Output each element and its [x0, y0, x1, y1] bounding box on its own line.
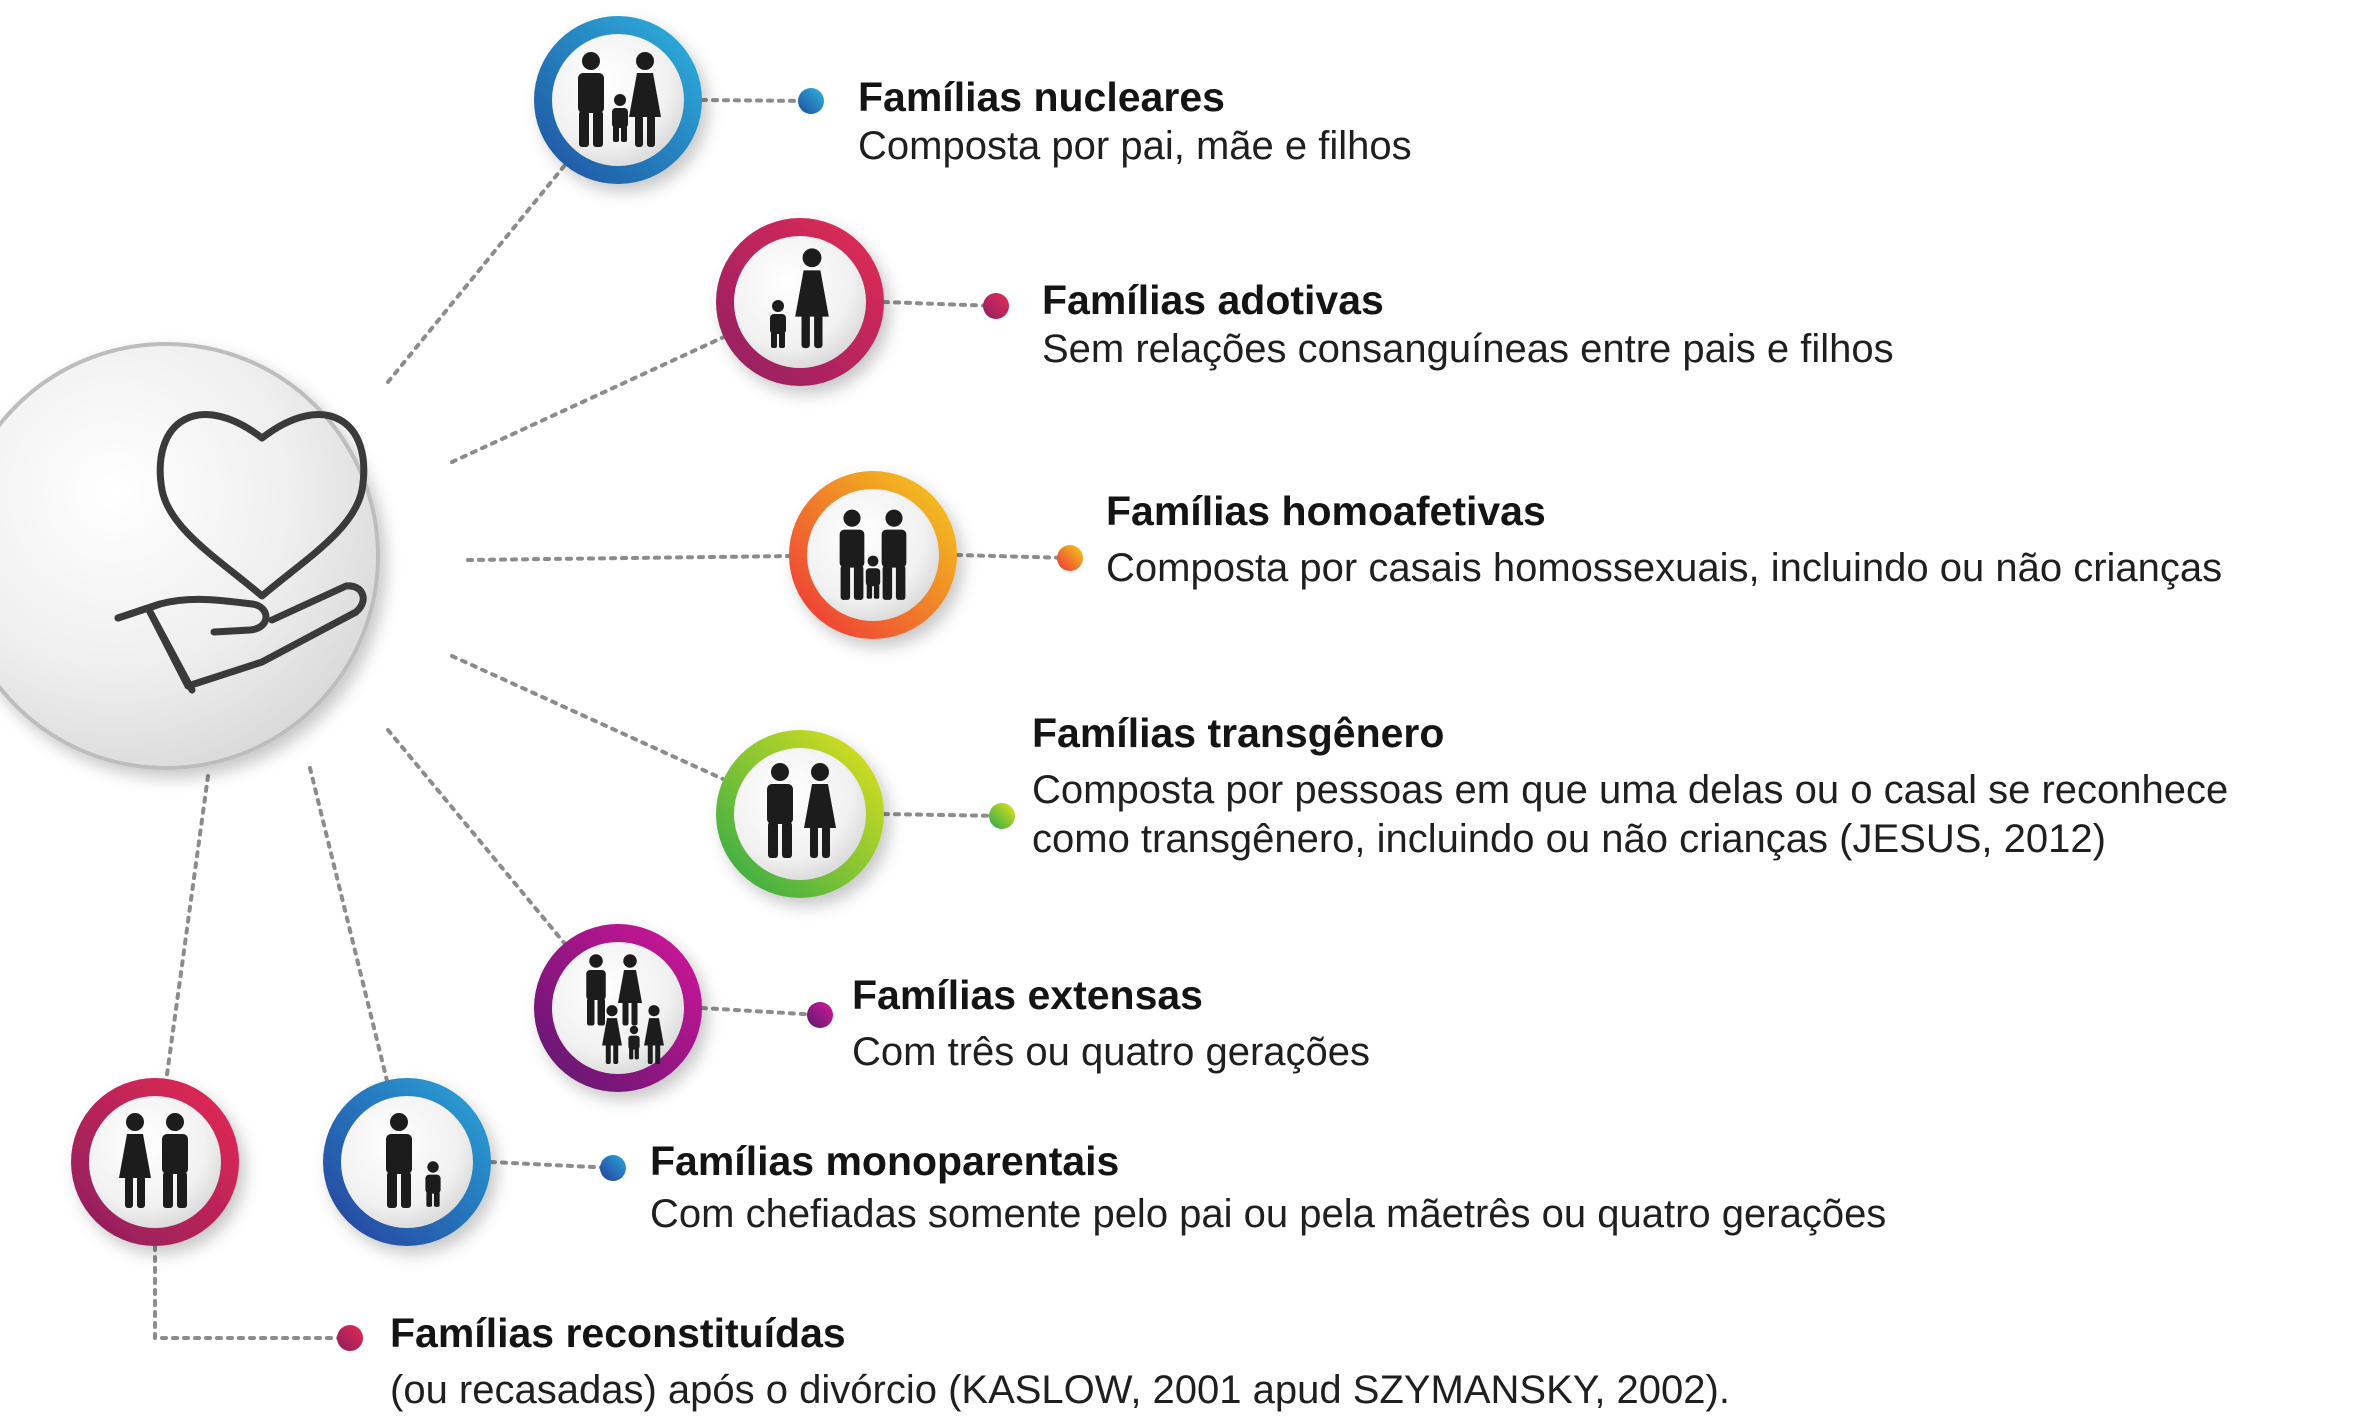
item-description: Composta por casais homossexuais, inclui… [1106, 546, 2223, 591]
label-extended: Famílias extensas Com três ou quatro ger… [852, 970, 1370, 1077]
item-title: Famílias adotivas [1042, 277, 1384, 323]
family-node [716, 218, 1009, 386]
dot-connector [153, 1244, 352, 1340]
bullet-dot [337, 1325, 363, 1351]
item-description: Com chefiadas somente pelo pai ou pela m… [650, 1192, 1887, 1237]
label-nuclear: Famílias nucleares Composta por pai, mãe… [858, 72, 1412, 171]
item-description: Composta por pessoas em que uma delas ou… [1032, 768, 2229, 813]
item-title: Famílias homoafetivas [1106, 488, 1546, 534]
bullet-dot [989, 803, 1015, 829]
item-title: Famílias transgênero [1032, 710, 1445, 756]
bullet-dot [807, 1002, 833, 1028]
family-node [716, 730, 1015, 898]
label-blended: Famílias reconstituídas (ou recasadas) a… [390, 1308, 1730, 1415]
family-node [789, 471, 1083, 639]
bullet-dot [600, 1155, 626, 1181]
bullet-dot [798, 88, 824, 114]
item-title: Famílias monoparentais [650, 1138, 1120, 1184]
hub-connector [308, 766, 409, 1164]
dot-connector [700, 1006, 822, 1017]
center-hub [0, 342, 380, 770]
dot-connector [489, 1160, 615, 1170]
heart-in-hand-icon [114, 411, 368, 694]
family-nodes [71, 16, 1083, 1351]
family-node [71, 1078, 363, 1351]
item-title: Famílias nucleares [858, 74, 1225, 120]
item-description: Sem relações consanguíneas entre pais e … [1042, 327, 1894, 372]
hub-connector [466, 553, 875, 562]
item-description: Com três ou quatro gerações [852, 1030, 1371, 1075]
node-inner [807, 489, 939, 621]
item-description: (ou recasadas) após o divórcio (KASLOW, … [390, 1368, 1730, 1413]
item-description-continued: como transgênero, incluindo ou não crian… [1032, 816, 2106, 861]
label-adoptive: Famílias adotivas Sem relações consanguí… [1042, 275, 1894, 374]
item-title: Famílias reconstituídas [390, 1310, 846, 1356]
node-inner [734, 748, 866, 880]
family-node [534, 16, 824, 184]
item-description: Composta por pai, mãe e filhos [858, 124, 1412, 169]
label-same-sex: Famílias homoafetivas Composta por casai… [1106, 486, 2222, 593]
family-node [534, 924, 833, 1092]
dot-connector [882, 300, 998, 308]
bullet-dot [1057, 545, 1083, 571]
dot-connector [700, 98, 813, 103]
label-transgender: Famílias transgênero Composta por pessoa… [1032, 708, 2228, 864]
node-inner [89, 1096, 221, 1228]
bullet-dot [983, 293, 1009, 319]
label-single-parent: Famílias monoparentais Com chefiadas som… [650, 1136, 1886, 1239]
hub-connector [386, 98, 620, 384]
family-node [323, 1078, 626, 1246]
dot-connector [955, 553, 1072, 560]
item-title: Famílias extensas [852, 972, 1203, 1018]
dot-connector [882, 812, 1004, 818]
